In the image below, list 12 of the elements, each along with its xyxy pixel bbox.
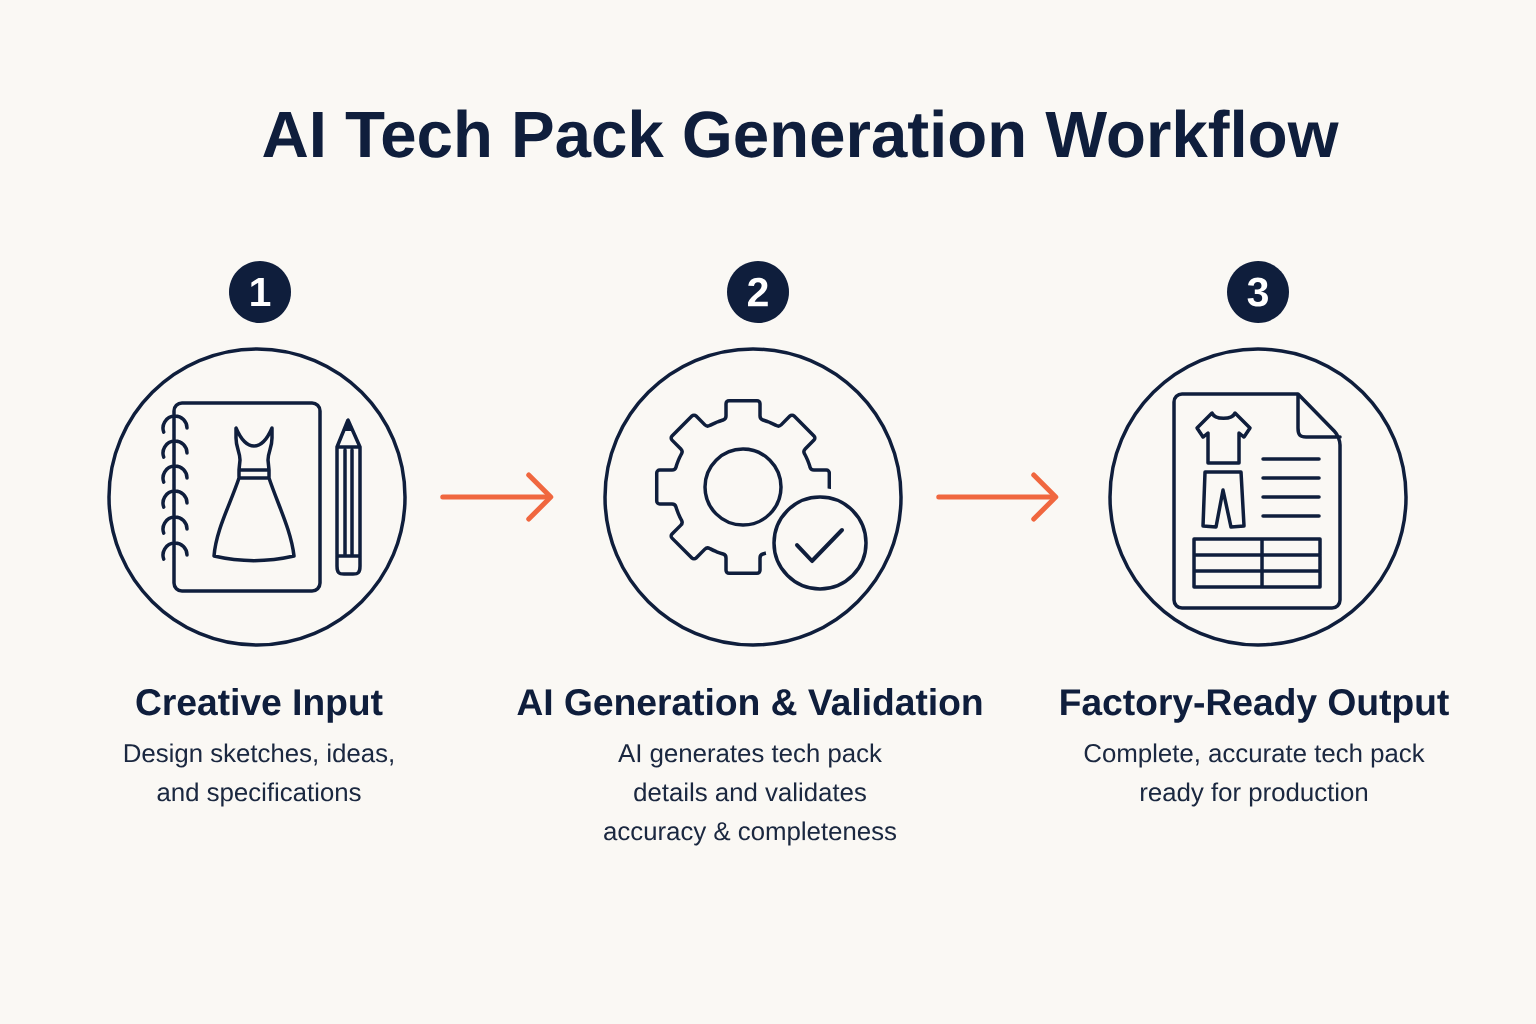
step-title: Creative Input xyxy=(136,688,383,723)
step-description: AI generates tech pack details and validates accuracy & completeness xyxy=(604,743,896,846)
title: AI Tech Pack Generation Workflow xyxy=(263,109,1339,158)
arrow xyxy=(440,472,554,522)
step-badge: 3 xyxy=(1227,261,1289,323)
arrow xyxy=(936,472,1059,522)
step-badge: 1 xyxy=(229,261,291,323)
step-description: Design sketches, ideas, and specifications xyxy=(124,743,393,807)
step-title: Factory-Ready Output xyxy=(1061,688,1449,723)
step-badge: 2 xyxy=(727,261,789,323)
step-description: Complete, accurate tech pack ready for production xyxy=(1084,743,1425,807)
step-title: AI Generation & Validation xyxy=(517,688,982,716)
